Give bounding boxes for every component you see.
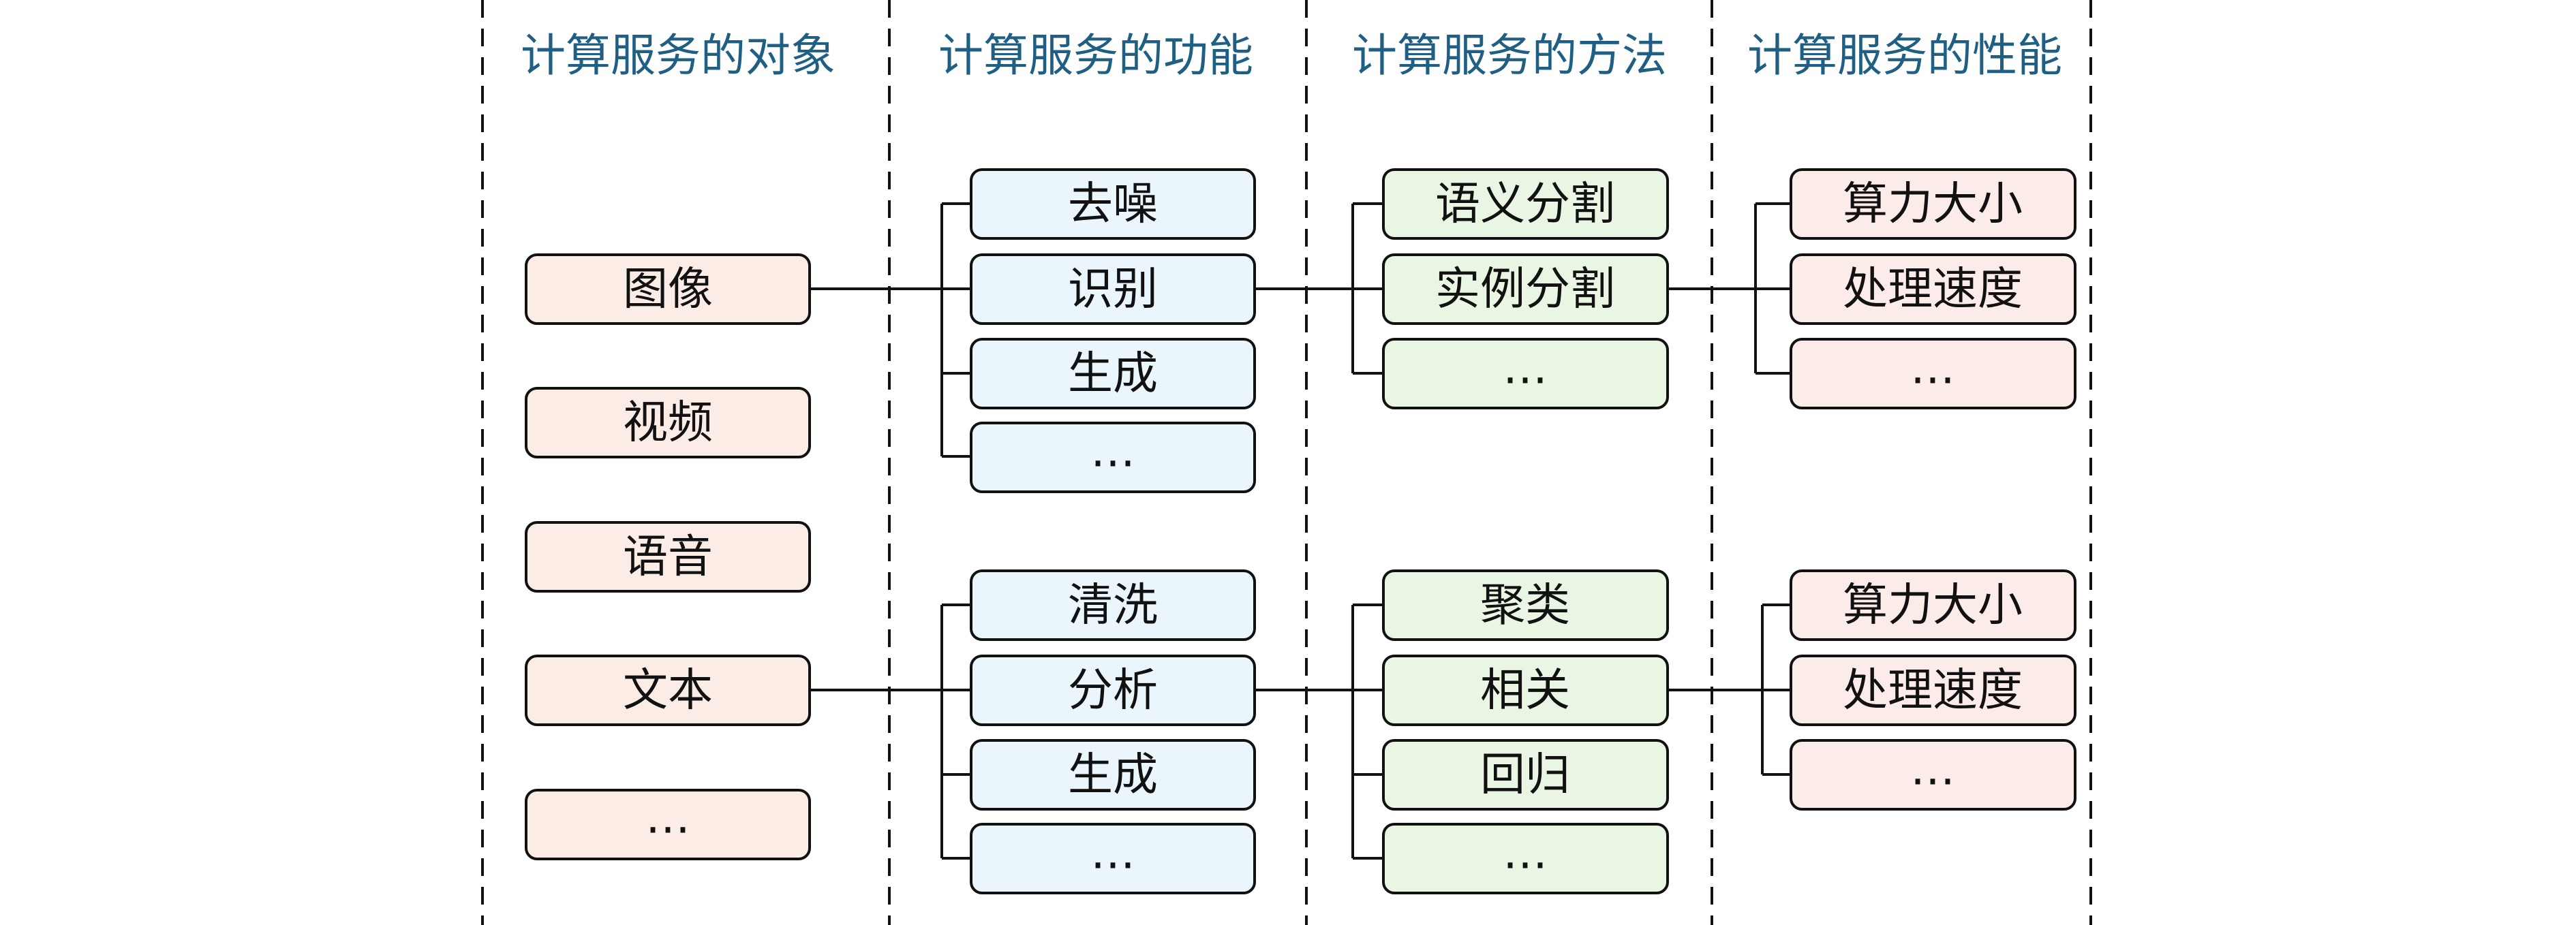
function-node: [970, 739, 1256, 811]
method-node-label: 实例分割: [1435, 263, 1615, 315]
method-node-label: 语义分割: [1435, 178, 1615, 230]
function-node: [970, 168, 1256, 240]
method-node-label: …: [1503, 827, 1548, 879]
function-node-label: 分析: [1068, 664, 1158, 717]
object-node-label: 图像: [623, 263, 713, 315]
performance-node-label: 处理速度: [1843, 263, 2023, 315]
method-node-label: …: [1503, 342, 1548, 394]
performance-node: [1790, 338, 2076, 409]
performance-node: [1790, 569, 2076, 641]
performance-node-label: …: [1910, 743, 1955, 796]
method-node: [1382, 739, 1669, 811]
method-node: [1382, 655, 1669, 726]
performance-node-label: 算力大小: [1843, 178, 2023, 230]
method-node: [1382, 338, 1669, 409]
object-node: [525, 521, 811, 593]
performance-node-label: 处理速度: [1843, 664, 2023, 717]
method-node: [1382, 569, 1669, 641]
object-node-label: …: [645, 791, 690, 844]
column-title-functions: 计算服务的功能: [938, 29, 1253, 82]
function-node: [970, 253, 1256, 325]
group-1-connectors: [810, 202, 1791, 458]
object-node-label: 视频: [623, 396, 713, 449]
function-node-label: 识别: [1068, 263, 1158, 315]
object-node: [525, 387, 811, 458]
method-node: [1382, 823, 1669, 894]
function-node-label: …: [1090, 425, 1135, 477]
function-node-label: 生成: [1068, 347, 1158, 400]
method-node-label: 相关: [1480, 664, 1570, 717]
object-node: [525, 253, 811, 325]
group-2-connectors: [810, 603, 1791, 860]
function-node: [970, 823, 1256, 894]
methods-column: 语义分割 实例分割 … 聚类 相关 回归 …: [1382, 168, 1669, 894]
function-node-label: 清洗: [1068, 579, 1158, 631]
object-node: [525, 789, 811, 860]
function-node-label: …: [1090, 827, 1135, 879]
method-node-label: 回归: [1480, 749, 1570, 801]
function-node: [970, 338, 1256, 409]
function-node: [970, 422, 1256, 493]
performance-node-label: …: [1910, 342, 1955, 394]
performance-node: [1790, 168, 2076, 240]
column-title-methods: 计算服务的方法: [1352, 29, 1667, 82]
method-node: [1382, 168, 1669, 240]
functions-column: 去噪 识别 生成 … 清洗 分析 生成 …: [970, 168, 1256, 894]
function-node-label: 去噪: [1068, 178, 1158, 230]
column-title-performance: 计算服务的性能: [1747, 29, 2062, 82]
performance-node: [1790, 655, 2076, 726]
performance-node: [1790, 739, 2076, 811]
performance-node-label: 算力大小: [1843, 579, 2023, 631]
column-title-objects: 计算服务的对象: [521, 29, 835, 82]
method-node: [1382, 253, 1669, 325]
object-node: [525, 655, 811, 726]
performance-node: [1790, 253, 2076, 325]
method-node-label: 聚类: [1480, 579, 1570, 631]
function-node-label: 生成: [1068, 749, 1158, 801]
objects-column: 图像 视频 语音 文本 …: [525, 253, 811, 860]
function-node: [970, 569, 1256, 641]
object-node-label: 文本: [623, 664, 713, 717]
function-node: [970, 655, 1256, 726]
performance-column: 算力大小 处理速度 … 算力大小 处理速度 …: [1790, 168, 2076, 811]
object-node-label: 语音: [623, 531, 713, 583]
